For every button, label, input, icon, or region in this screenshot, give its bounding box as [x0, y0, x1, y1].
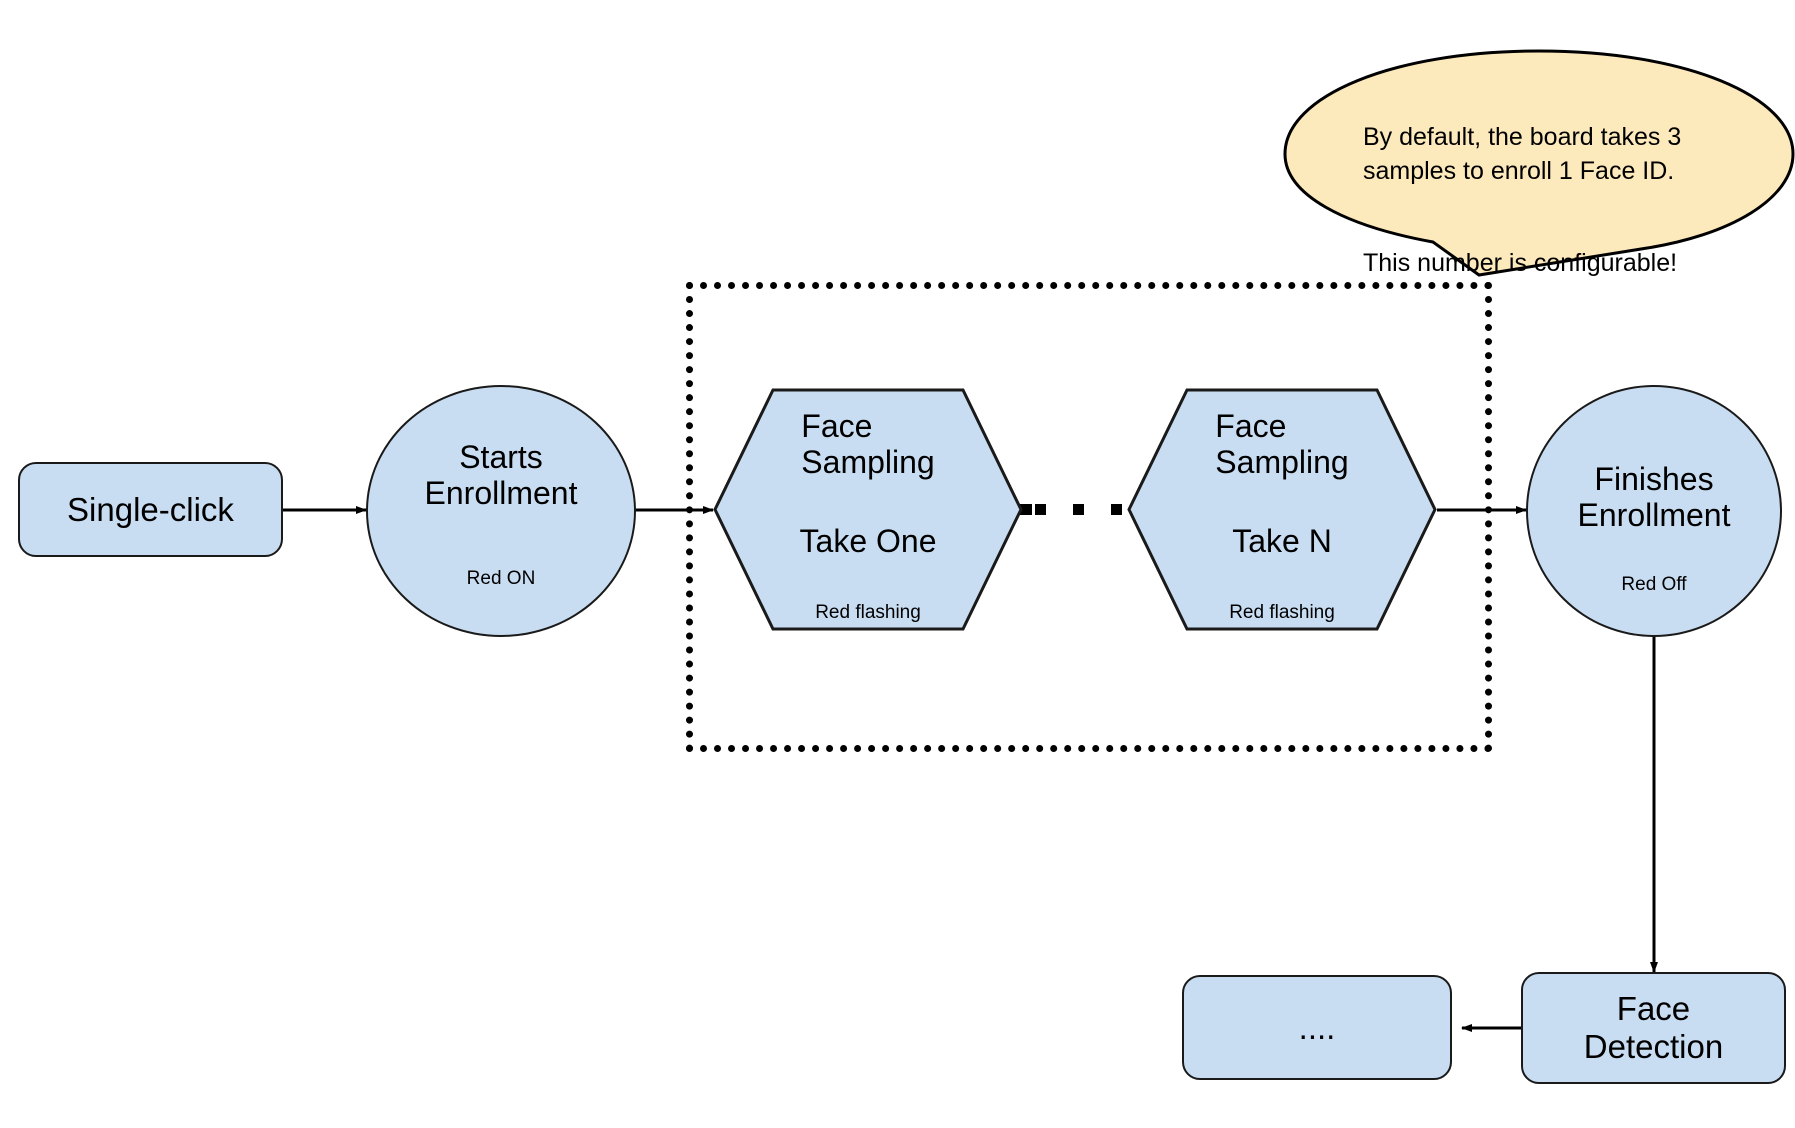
node-ellipsis-next-label: ....: [1298, 1008, 1336, 1046]
node-single-click[interactable]: Single-click: [18, 462, 283, 557]
node-single-click-label: Single-click: [67, 490, 234, 528]
callout-paragraph-1: By default, the board takes 3 samples to…: [1363, 123, 1682, 185]
callout-paragraph-2: This number is configurable!: [1363, 249, 1678, 277]
node-starts-enrollment-label: Starts Enrollment: [424, 439, 578, 512]
node-finishes-enrollment[interactable]: Finishes Enrollment Red Off: [1526, 385, 1782, 637]
node-face-detection[interactable]: Face Detection: [1521, 972, 1786, 1084]
node-face-sampling-n[interactable]: Face Sampling Take N Red flashing: [1127, 388, 1437, 631]
sampling-group-box: [686, 282, 1492, 752]
node-face-detection-label: Face Detection: [1583, 990, 1724, 1065]
node-finishes-enrollment-status: Red Off: [1621, 573, 1687, 595]
node-finishes-enrollment-label: Finishes Enrollment: [1577, 461, 1731, 534]
node-starts-enrollment[interactable]: Starts Enrollment Red ON: [366, 385, 636, 637]
callout-note: By default, the board takes 3 samples to…: [1283, 48, 1795, 278]
node-face-sampling-one[interactable]: Face Sampling Take One Red flashing: [713, 388, 1023, 631]
node-ellipsis-next[interactable]: ....: [1182, 975, 1452, 1080]
callout-bubble-shape: [1283, 49, 1795, 277]
hexagon-shape-n: [1127, 388, 1437, 631]
node-starts-enrollment-status: Red ON: [466, 567, 536, 589]
callout-note-text: By default, the board takes 3 samples to…: [1363, 88, 1703, 314]
hexagon-shape-one: [713, 388, 1023, 631]
